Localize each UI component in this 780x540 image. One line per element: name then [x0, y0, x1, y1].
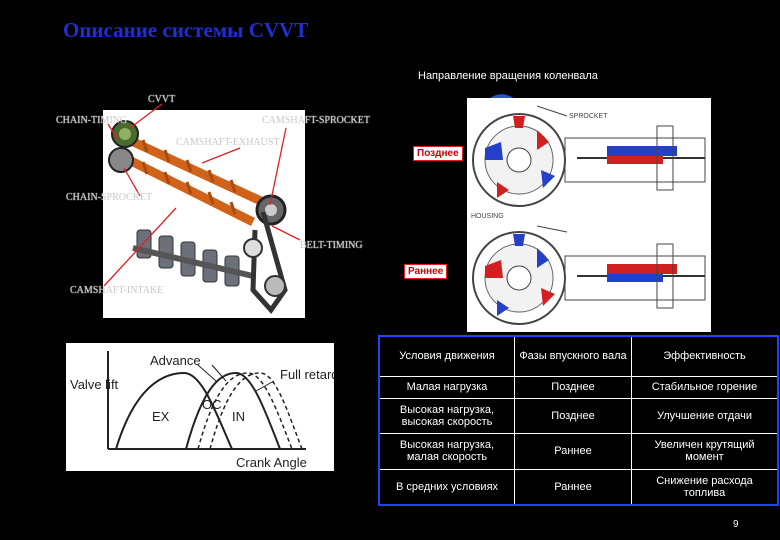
- table-cell: Позднее: [514, 375, 632, 399]
- slide-title: Описание системы CVVT: [63, 18, 309, 42]
- table-cell: В средних условиях: [378, 468, 515, 506]
- label-camshaft-exhaust: CAMSHAFT-EXHAUST: [176, 137, 280, 148]
- table-row: В средних условиях Раннее Снижение расхо…: [378, 468, 779, 506]
- sprocket-label: SPROCKET: [569, 113, 608, 120]
- table-cell: Высокая нагрузка, высокая скорость: [378, 397, 515, 434]
- cvvt-mechanism-diagram: SPROCKET HOUSING: [467, 98, 711, 332]
- label-chain-timing: CHAIN-TIMING: [56, 115, 128, 126]
- table-cell: Раннее: [514, 468, 632, 506]
- table-cell: Стабильное горение: [631, 375, 779, 399]
- table-row: Малая нагрузка Позднее Стабильное горени…: [378, 375, 779, 399]
- table-cell: Увеличен крутящий момент: [631, 432, 779, 470]
- late-phase-badge: Позднее: [413, 146, 463, 161]
- conditions-table: Условия движения Фазы впускного вала Эфф…: [378, 335, 779, 506]
- table-row: Высокая нагрузка, малая скорость Раннее …: [378, 432, 779, 470]
- table-header: Фазы впускного вала: [514, 335, 632, 377]
- rotation-direction-label: Направление вращения коленвала: [418, 70, 598, 82]
- housing-label: HOUSING: [471, 213, 504, 220]
- page-number: 9: [733, 519, 739, 530]
- early-phase-badge: Раннее: [404, 264, 448, 279]
- full-retard-label: Full retard: [280, 367, 334, 382]
- table-header: Эффективность: [631, 335, 779, 377]
- crank-angle-label: Crank Angle: [236, 455, 307, 470]
- table-cell: Снижение расхода топлива: [631, 468, 779, 506]
- ex-label: EX: [152, 409, 170, 424]
- table-header-row: Условия движения Фазы впускного вала Эфф…: [378, 335, 779, 377]
- table-cell: Раннее: [514, 432, 632, 470]
- valve-lift-label: Valve lift: [70, 377, 119, 392]
- in-label: IN: [232, 409, 245, 424]
- table-cell: Высокая нагрузка, малая скорость: [378, 432, 515, 470]
- valve-lift-chart: Advance Full retard Valve lift EX OC IN …: [66, 343, 339, 471]
- advance-label: Advance: [150, 353, 201, 368]
- table-cell: Малая нагрузка: [378, 375, 515, 399]
- label-camshaft-intake: CAMSHAFT-INTAKE: [70, 285, 164, 296]
- label-belt-timing: BELT-TIMING: [300, 240, 363, 251]
- table-header: Условия движения: [378, 335, 515, 377]
- table-row: Высокая нагрузка, высокая скорость Поздн…: [378, 397, 779, 434]
- table-cell: Позднее: [514, 397, 632, 434]
- table-cell: Улучшение отдачи: [631, 397, 779, 434]
- engine-diagram: [103, 110, 305, 318]
- label-camshaft-sprocket: CAMSHAFT-SPROCKET: [262, 115, 370, 126]
- label-cvvt: CVVT: [148, 94, 176, 105]
- oc-label: OC: [202, 397, 222, 412]
- label-chain-sprocket: CHAIN-SPROCKET: [66, 192, 153, 203]
